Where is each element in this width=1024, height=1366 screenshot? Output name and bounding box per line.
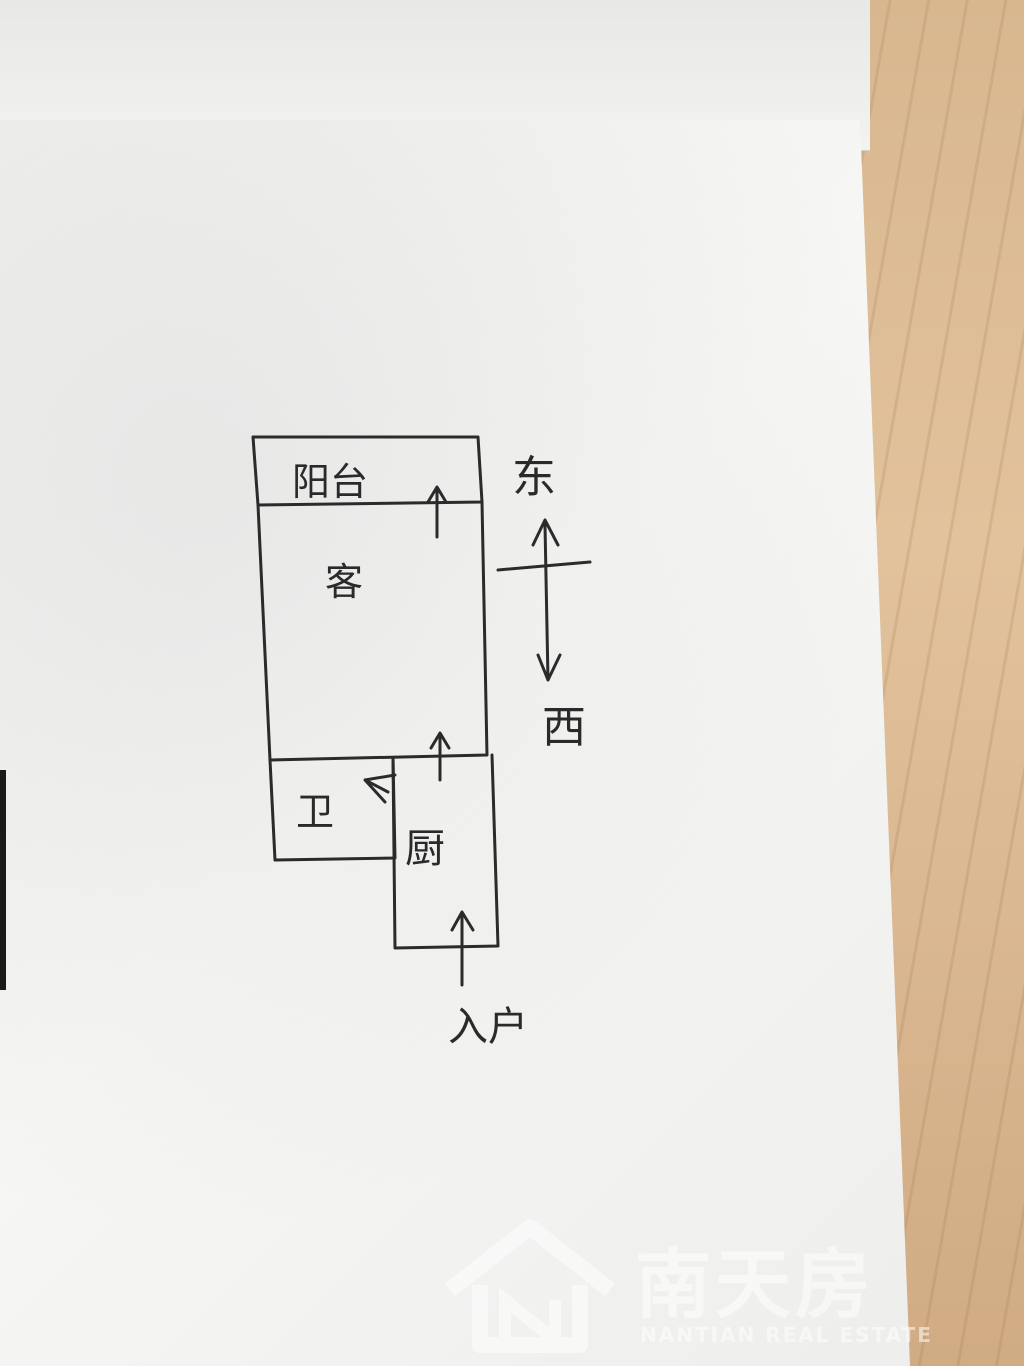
balcony-label: 阳台: [292, 460, 368, 504]
entrance-arrow: [450, 910, 475, 987]
compass-line: [496, 518, 592, 682]
balcony-door-arrow: [426, 485, 448, 539]
west-label: 西: [542, 702, 586, 753]
bathroom-door-arrow: [363, 773, 397, 804]
watermark-subtitle: NANTIAN REAL ESTATE: [640, 1323, 933, 1347]
living-room-label: 客: [325, 560, 363, 604]
bathroom-label: 卫: [296, 790, 334, 834]
paper-page: [0, 120, 910, 1366]
watermark-brand-name: 南天房: [635, 1240, 875, 1329]
kitchen-wall: [391, 753, 500, 950]
house-logo-icon: [445, 1219, 615, 1353]
page-edge-mark: [0, 770, 6, 990]
living-room-wall: [256, 500, 489, 762]
watermark: 南天房 NANTIAN REAL ESTATE: [440, 1215, 1000, 1355]
living-door-arrow: [429, 731, 451, 782]
east-label: 东: [512, 452, 556, 503]
kitchen-label: 厨: [405, 826, 445, 872]
entrance-label: 入户: [448, 1004, 528, 1050]
